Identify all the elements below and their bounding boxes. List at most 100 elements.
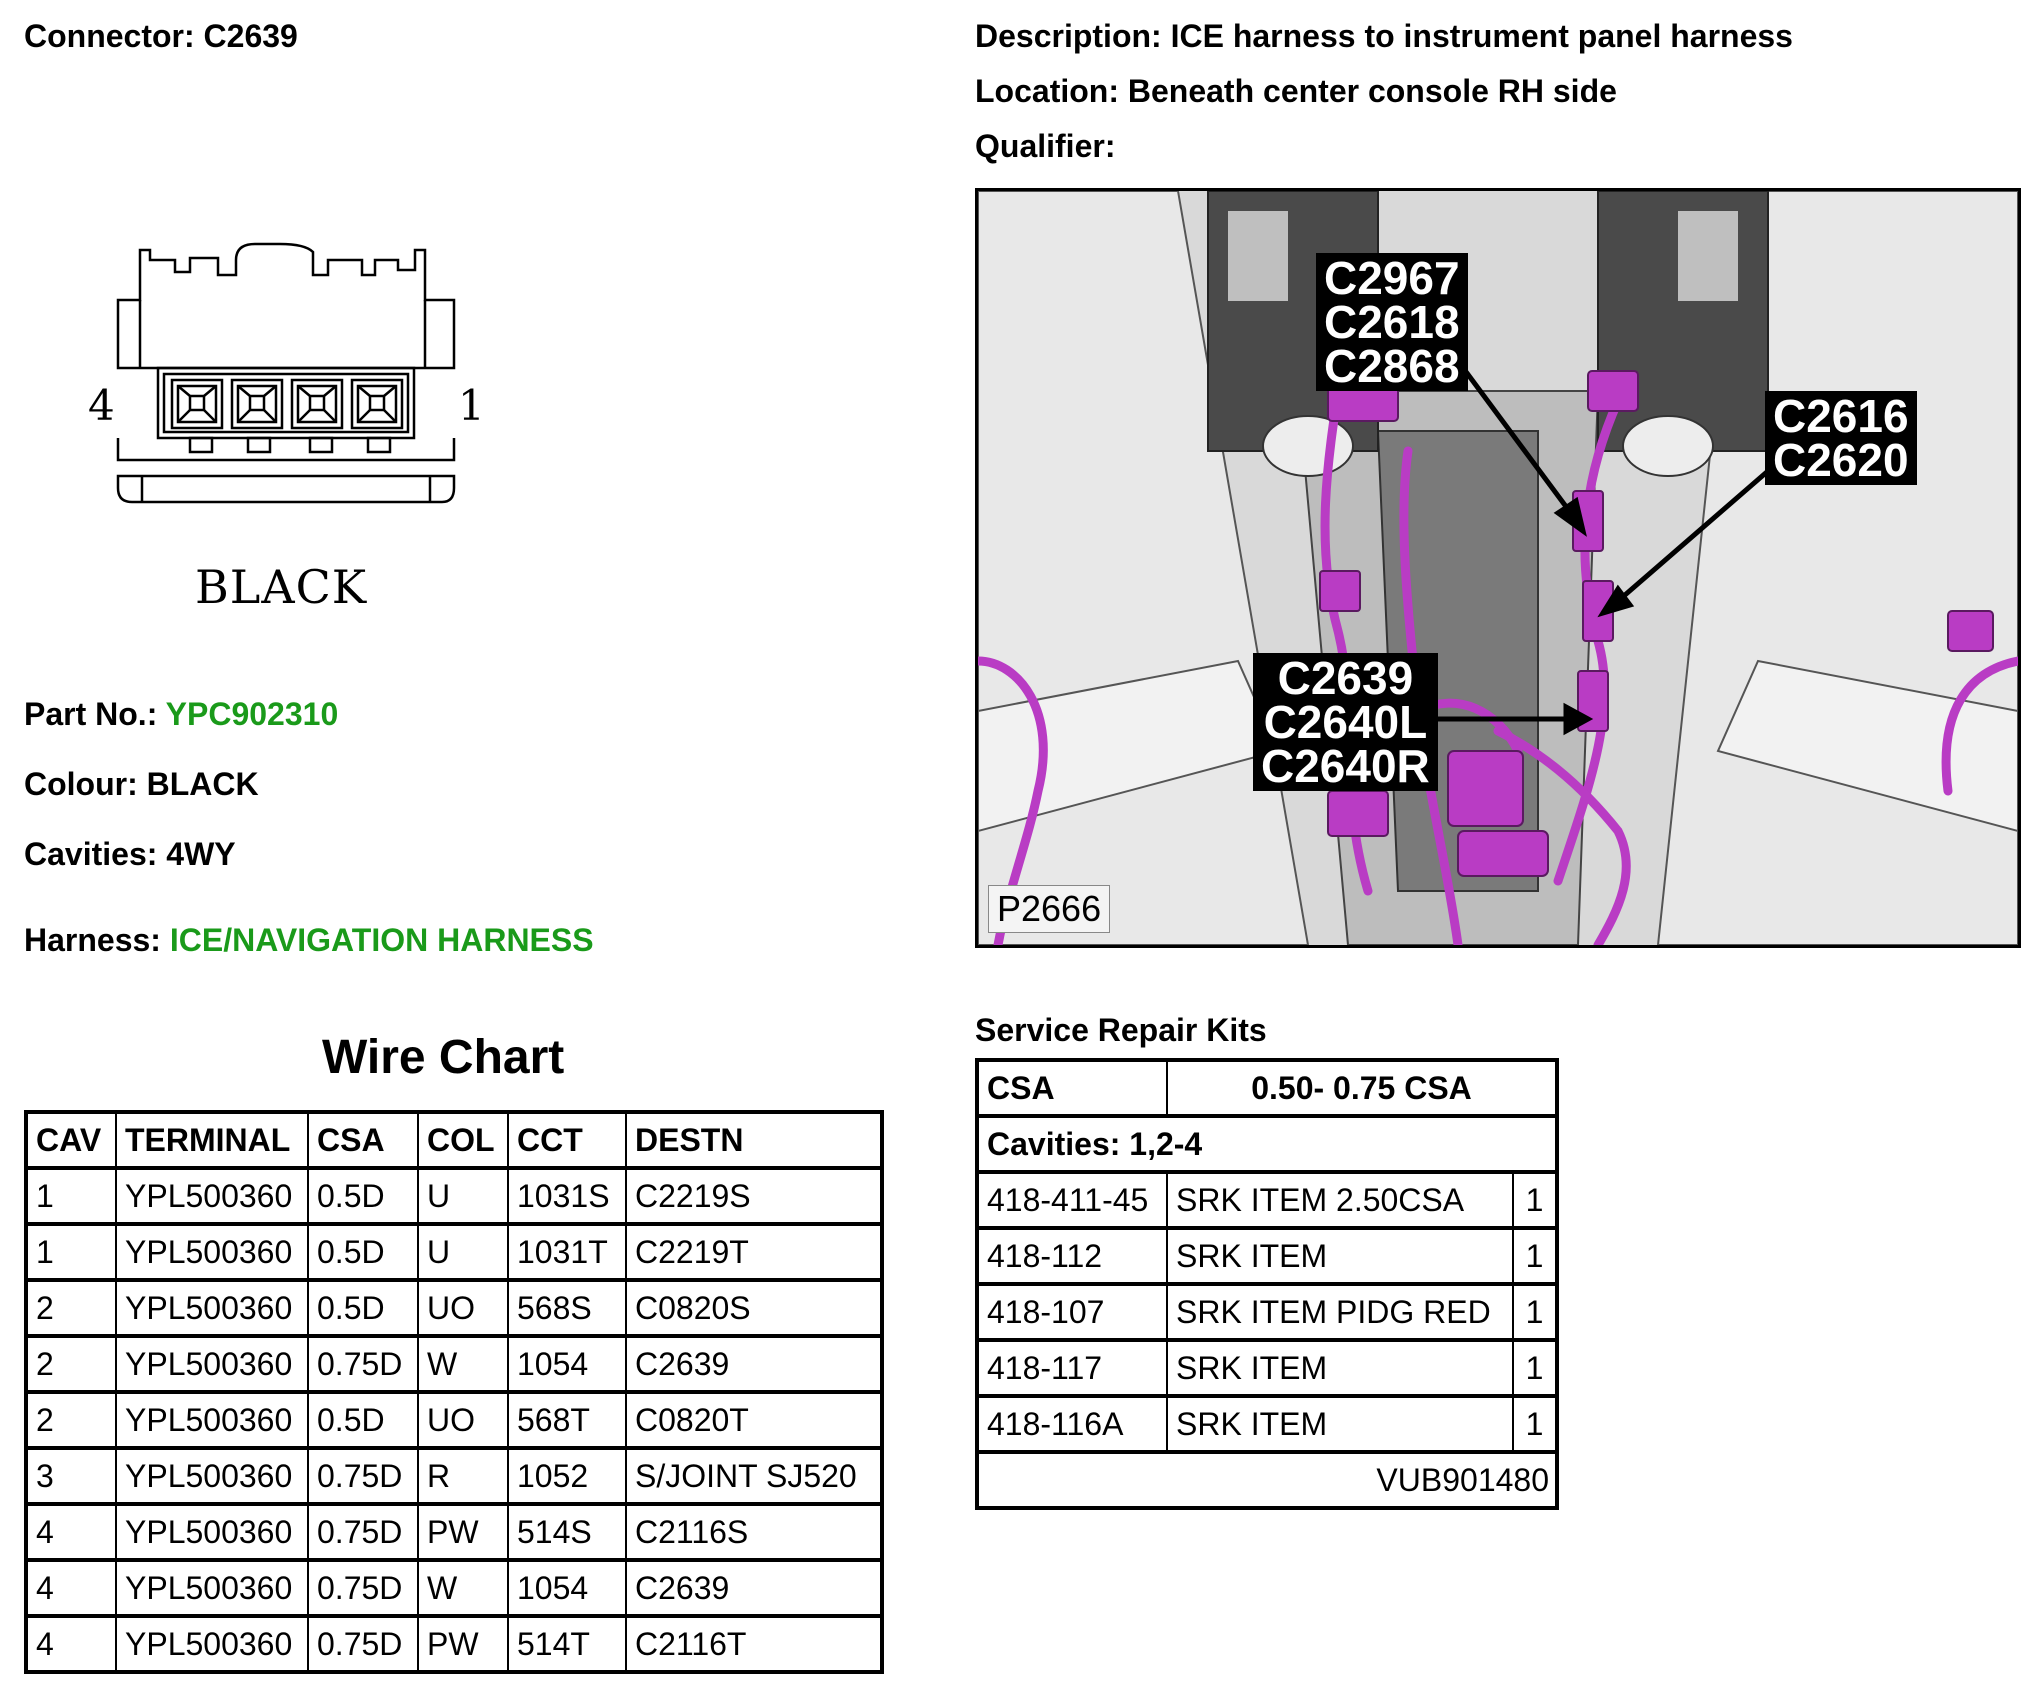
cell-cav: 2	[25, 1391, 117, 1449]
harness-line: Harness: ICE/NAVIGATION HARNESS	[24, 922, 594, 958]
cell-csa: 0.75D	[307, 1335, 419, 1393]
kit-description: SRK ITEM	[1166, 1395, 1514, 1453]
cell-terminal: YPL500360	[115, 1335, 309, 1393]
kit-description: SRK ITEM PIDG RED	[1166, 1283, 1514, 1341]
connector-face-diagram: 4 1	[88, 242, 480, 504]
description-line: Description: ICE harness to instrument p…	[975, 18, 1793, 54]
cell-cav: 1	[25, 1223, 117, 1281]
col-csa: CSA	[307, 1111, 419, 1169]
part-no-line: Part No.: YPC902310	[24, 696, 339, 732]
kit-description: SRK ITEM	[1166, 1227, 1514, 1285]
location-value: Beneath center console RH side	[1127, 73, 1617, 109]
cell-cct: 568T	[507, 1391, 627, 1449]
cell-cct: 1054	[507, 1559, 627, 1617]
cell-cct: 514T	[507, 1615, 627, 1673]
pin-label-right: 1	[458, 381, 480, 430]
qualifier-line: Qualifier:	[975, 128, 1116, 164]
callout-right-connectors: C2616 C2620	[1765, 391, 1917, 485]
part-no-link[interactable]: YPC902310	[165, 696, 339, 732]
kit-quantity: 1	[1512, 1395, 1558, 1453]
harness-link[interactable]: ICE/NAVIGATION HARNESS	[169, 922, 594, 958]
kit-quantity: 1	[1512, 1339, 1558, 1397]
connector-heading: Connector: C2639	[24, 18, 298, 54]
kits-cavities-row: Cavities: 1,2-4	[976, 1115, 1558, 1173]
cell-destn: C2219S	[625, 1167, 883, 1225]
kits-table: CSA 0.50- 0.75 CSA Cavities: 1,2-4 418-4…	[975, 1058, 1559, 1510]
description-value: ICE harness to instrument panel harness	[1170, 18, 1793, 54]
cell-cct: 1052	[507, 1447, 627, 1505]
cell-col: W	[417, 1559, 509, 1617]
cell-cav: 2	[25, 1279, 117, 1337]
col-destn: DESTN	[625, 1111, 883, 1169]
cell-csa: 0.5D	[307, 1167, 419, 1225]
vehicle-floor-illustration	[978, 191, 2018, 945]
cell-cav: 4	[25, 1503, 117, 1561]
kit-quantity: 1	[1512, 1171, 1558, 1229]
cell-csa: 0.75D	[307, 1559, 419, 1617]
cell-terminal: YPL500360	[115, 1223, 309, 1281]
cell-csa: 0.75D	[307, 1503, 419, 1561]
location-line: Location: Beneath center console RH side	[975, 73, 1617, 109]
kit-code: VUB901480	[976, 1451, 1558, 1509]
cell-csa: 0.75D	[307, 1447, 419, 1505]
kit-description: SRK ITEM 2.50CSA	[1166, 1171, 1514, 1229]
cell-terminal: YPL500360	[115, 1559, 309, 1617]
col-col: COL	[417, 1111, 509, 1169]
cell-terminal: YPL500360	[115, 1503, 309, 1561]
cell-cct: 568S	[507, 1279, 627, 1337]
col-cav: CAV	[25, 1111, 117, 1169]
kits-title: Service Repair Kits	[975, 1012, 1267, 1048]
cell-destn: C0820T	[625, 1391, 883, 1449]
cell-destn: C2219T	[625, 1223, 883, 1281]
cell-terminal: YPL500360	[115, 1615, 309, 1673]
wire-chart-header-row: CAV TERMINAL CSA COL CCT DESTN	[25, 1111, 883, 1169]
kit-part-number: 418-116A	[976, 1395, 1168, 1453]
cell-destn: S/JOINT SJ520	[625, 1447, 883, 1505]
cell-col: PW	[417, 1503, 509, 1561]
cell-cct: 1031S	[507, 1167, 627, 1225]
cell-terminal: YPL500360	[115, 1167, 309, 1225]
cell-col: R	[417, 1447, 509, 1505]
photo-reference-code: P2666	[988, 885, 1111, 933]
cell-csa: 0.5D	[307, 1223, 419, 1281]
kit-quantity: 1	[1512, 1283, 1558, 1341]
cell-csa: 0.75D	[307, 1615, 419, 1673]
col-cct: CCT	[507, 1111, 627, 1169]
cell-col: PW	[417, 1615, 509, 1673]
cell-csa: 0.5D	[307, 1279, 419, 1337]
cell-cav: 2	[25, 1335, 117, 1393]
cell-destn: C2116T	[625, 1615, 883, 1673]
cell-destn: C2639	[625, 1559, 883, 1617]
cell-cav: 4	[25, 1559, 117, 1617]
cell-cav: 3	[25, 1447, 117, 1505]
cell-cct: 514S	[507, 1503, 627, 1561]
kit-part-number: 418-117	[976, 1339, 1168, 1397]
col-terminal: TERMINAL	[115, 1111, 309, 1169]
kit-part-number: 418-107	[976, 1283, 1168, 1341]
kits-cavities: Cavities: 1,2-4	[976, 1115, 1558, 1173]
kits-csa-row: CSA 0.50- 0.75 CSA	[976, 1059, 1558, 1117]
cell-col: U	[417, 1223, 509, 1281]
callout-upper-connectors: C2967 C2618 C2868	[1316, 253, 1468, 391]
cavities-line: Cavities: 4WY	[24, 836, 236, 872]
cell-destn: C2639	[625, 1335, 883, 1393]
kits-csa-value: 0.50- 0.75 CSA	[1166, 1059, 1558, 1117]
kit-description: SRK ITEM	[1166, 1339, 1514, 1397]
pin-label-left: 4	[88, 381, 115, 430]
callout-target-connectors: C2639 C2640L C2640R	[1253, 653, 1438, 791]
cell-cct: 1054	[507, 1335, 627, 1393]
kits-csa-label: CSA	[976, 1059, 1168, 1117]
